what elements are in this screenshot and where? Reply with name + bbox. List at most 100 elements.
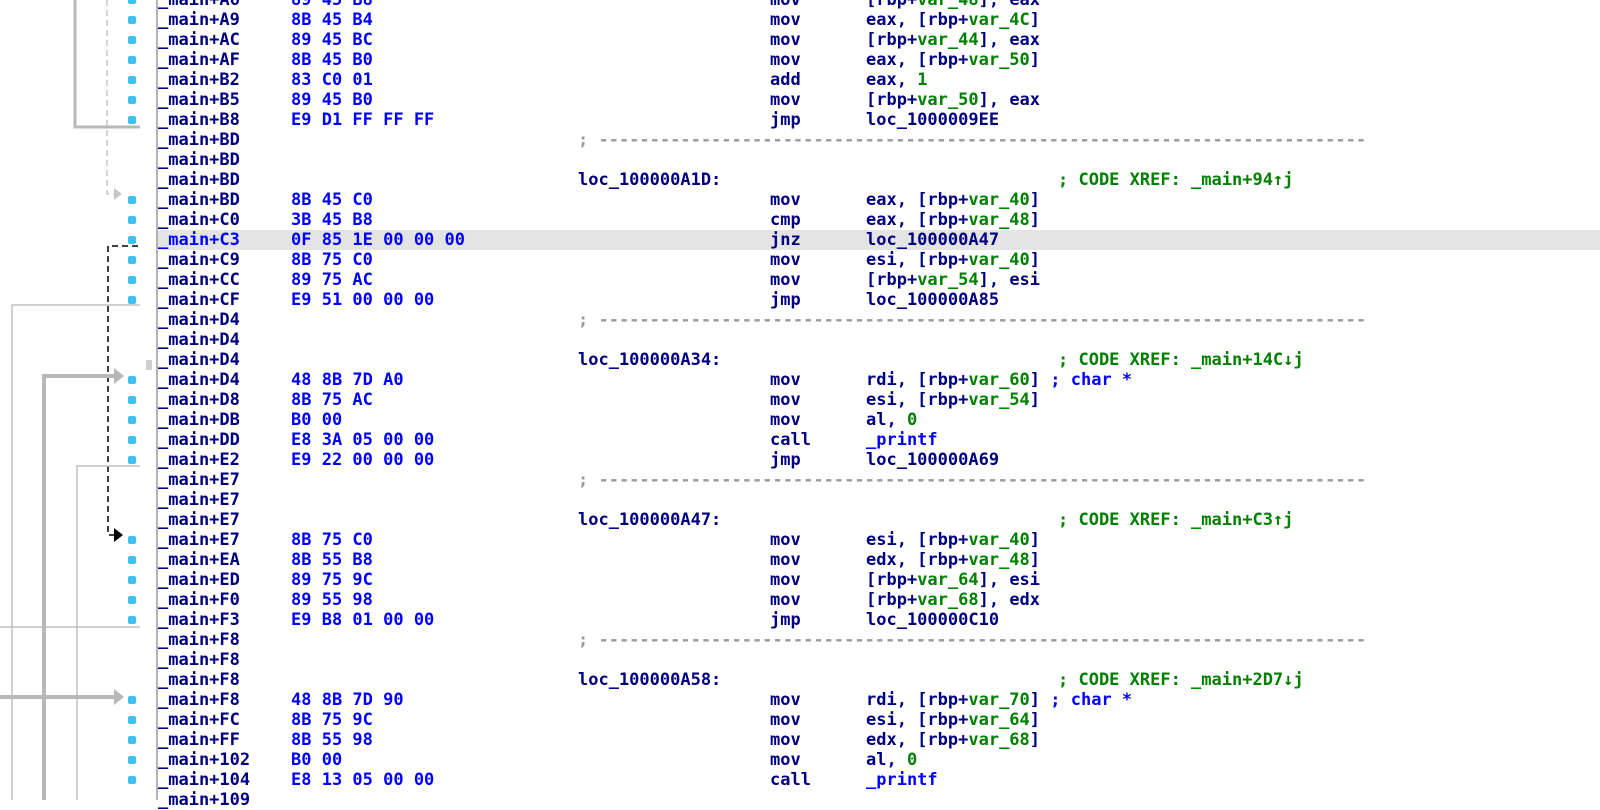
line-address[interactable]: _main+BD [158, 150, 240, 170]
instruction-operands[interactable]: [rbp+var_50], eax [866, 90, 1040, 110]
code-xref-comment[interactable]: ; CODE XREF: _main+2D7↓j [1058, 670, 1304, 690]
instruction-mnemonic[interactable]: call [770, 770, 811, 790]
instruction-mnemonic[interactable]: mov [770, 30, 801, 50]
line-address[interactable]: _main+A9 [158, 10, 240, 30]
instruction-operands[interactable]: al, 0 [866, 750, 917, 770]
instruction-mnemonic[interactable]: mov [770, 410, 801, 430]
line-address[interactable]: _main+B5 [158, 90, 240, 110]
instruction-mnemonic[interactable]: call [770, 430, 811, 450]
instruction-operands[interactable]: loc_100000A85 [866, 290, 999, 310]
listing-line[interactable]: _main+BD loc_100000A1D: ; CODE XREF: _main… [158, 170, 1600, 190]
instruction-mnemonic[interactable]: mov [770, 690, 801, 710]
variable-name[interactable]: var_50 [917, 90, 979, 110]
line-address[interactable]: _main+BD [158, 130, 240, 150]
code-label[interactable]: loc_100000A58: [578, 670, 722, 690]
line-address[interactable]: _main+D4 [158, 330, 240, 350]
line-address[interactable]: _main+A6 [158, 0, 240, 10]
variable-name[interactable]: var_68 [917, 590, 979, 610]
instruction-mnemonic[interactable]: mov [770, 530, 801, 550]
line-address[interactable]: _main+FC [158, 710, 240, 730]
variable-name[interactable]: var_60 [968, 370, 1030, 390]
line-address[interactable]: _main+D4 [158, 350, 240, 370]
instruction-mnemonic[interactable]: add [770, 70, 801, 90]
line-address[interactable]: _main+B2 [158, 70, 240, 90]
line-address[interactable]: _main+F8 [158, 690, 240, 710]
symbol-name[interactable]: _printf [866, 770, 938, 790]
instruction-mnemonic[interactable]: mov [770, 570, 801, 590]
code-label[interactable]: loc_100000A34: [578, 350, 722, 370]
line-address[interactable]: _main+E7 [158, 470, 240, 490]
instruction-operands[interactable]: loc_100000C10 [866, 610, 999, 630]
line-address[interactable]: _main+BD [158, 170, 240, 190]
code-xref-comment[interactable]: ; CODE XREF: _main+94↑j [1058, 170, 1294, 190]
line-address[interactable]: _main+AC [158, 30, 240, 50]
instruction-mnemonic[interactable]: jmp [770, 610, 801, 630]
variable-name[interactable]: var_48 [917, 0, 979, 10]
line-address[interactable]: _main+C9 [158, 250, 240, 270]
line-address[interactable]: _main+ED [158, 570, 240, 590]
code-label[interactable]: loc_100000A1D: [578, 170, 722, 190]
instruction-operands[interactable]: eax, [rbp+var_48] [866, 210, 1040, 230]
instruction-mnemonic[interactable]: mov [770, 390, 801, 410]
instruction-operands[interactable]: _printf [866, 430, 938, 450]
variable-name[interactable]: var_4C [968, 10, 1030, 30]
line-address[interactable]: _main+E2 [158, 450, 240, 470]
line-address[interactable]: _main+CF [158, 290, 240, 310]
instruction-operands[interactable]: [rbp+var_64], esi [866, 570, 1040, 590]
listing-line[interactable]: _main+BD [158, 150, 1600, 170]
listing-line[interactable]: _main+D4 loc_100000A34: ; CODE XREF: _main… [158, 350, 1600, 370]
line-address[interactable]: _main+109 [158, 790, 251, 810]
line-address[interactable]: _main+C3 [158, 230, 240, 250]
instruction-operands[interactable]: eax, 1 [866, 70, 927, 90]
line-address[interactable]: _main+E7 [158, 490, 240, 510]
variable-name[interactable]: var_40 [968, 530, 1030, 550]
instruction-operands[interactable]: loc_100000A47 [866, 230, 999, 250]
variable-name[interactable]: var_70 [968, 690, 1030, 710]
instruction-mnemonic[interactable]: jnz [770, 230, 801, 250]
line-address[interactable]: _main+D4 [158, 310, 240, 330]
instruction-mnemonic[interactable]: mov [770, 730, 801, 750]
instruction-mnemonic[interactable]: mov [770, 90, 801, 110]
operand-text[interactable]: 0 [906, 750, 918, 770]
line-address[interactable]: _main+C0 [158, 210, 240, 230]
operand-text[interactable]: 0 [906, 410, 918, 430]
line-address[interactable]: _main+F8 [158, 630, 240, 650]
instruction-operands[interactable]: al, 0 [866, 410, 917, 430]
line-address[interactable]: _main+CC [158, 270, 240, 290]
instruction-operands[interactable]: loc_1000009EE [866, 110, 999, 130]
instruction-operands[interactable]: [rbp+var_54], esi [866, 270, 1040, 290]
variable-name[interactable]: var_64 [917, 570, 979, 590]
code-label[interactable]: loc_100000A47: [578, 510, 722, 530]
variable-name[interactable]: var_54 [917, 270, 979, 290]
line-address[interactable]: _main+D8 [158, 390, 240, 410]
instruction-mnemonic[interactable]: cmp [770, 210, 801, 230]
instruction-operands[interactable]: esi, [rbp+var_64] [866, 710, 1040, 730]
code-xref-comment[interactable]: ; CODE XREF: _main+14C↓j [1058, 350, 1304, 370]
line-address[interactable]: _main+E7 [158, 510, 240, 530]
listing-line[interactable]: _main+109 [158, 790, 1600, 810]
instruction-mnemonic[interactable]: mov [770, 0, 801, 10]
line-address[interactable]: _main+EA [158, 550, 240, 570]
instruction-operands[interactable]: edx, [rbp+var_48] [866, 550, 1040, 570]
instruction-mnemonic[interactable]: mov [770, 590, 801, 610]
line-address[interactable]: _main+F3 [158, 610, 240, 630]
instruction-operands[interactable]: _printf [866, 770, 938, 790]
